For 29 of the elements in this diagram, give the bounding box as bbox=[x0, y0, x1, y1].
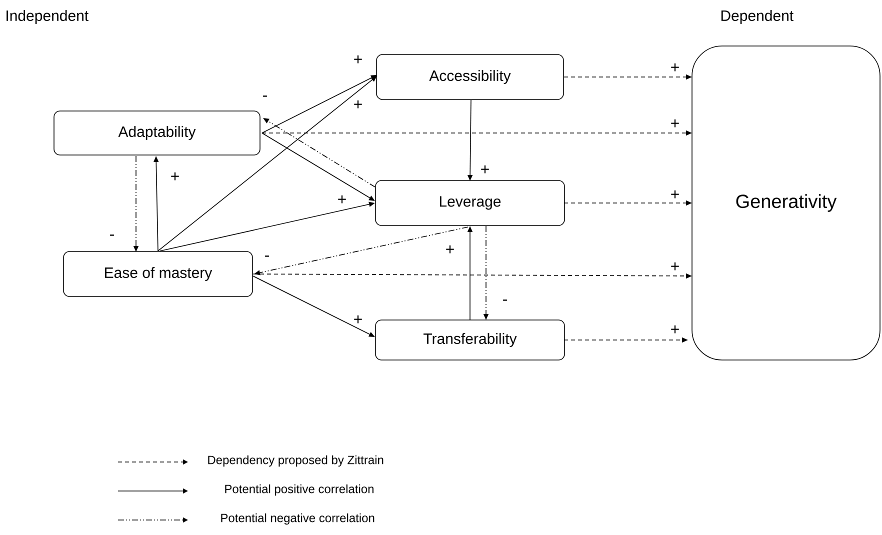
process-box: Ease of mastery bbox=[63, 251, 253, 297]
edge-label: + bbox=[444, 244, 456, 256]
legend-text: Potential negative correlation bbox=[221, 513, 374, 525]
legend-text: Dependency proposed by Zittrain bbox=[208, 455, 384, 467]
edge-label: + bbox=[670, 324, 680, 336]
edge-label: + bbox=[670, 118, 680, 130]
edge-label: - bbox=[108, 234, 116, 240]
process-box: Transferability bbox=[375, 320, 565, 360]
edge-label: + bbox=[670, 62, 680, 74]
edge-label: + bbox=[670, 190, 680, 200]
column-heading: Dependent bbox=[721, 10, 794, 24]
edge-label: + bbox=[670, 262, 680, 272]
edge-label: + bbox=[352, 100, 364, 110]
arrow bbox=[158, 76, 377, 252]
edge-label: + bbox=[170, 172, 180, 182]
edge-label: - bbox=[502, 299, 508, 305]
process-box: Accessibility bbox=[376, 54, 564, 100]
edge-label: - bbox=[264, 255, 270, 261]
edge-label: + bbox=[480, 164, 490, 176]
edge-label: + bbox=[336, 194, 348, 206]
process-box: Adaptability bbox=[54, 110, 260, 156]
edge-label: + bbox=[352, 54, 364, 66]
arrow bbox=[262, 132, 375, 201]
edge-label: + bbox=[352, 314, 364, 326]
legend-text: Potential positive correlation bbox=[225, 484, 374, 496]
process-box: Leverage bbox=[375, 180, 565, 226]
edge-label: - bbox=[262, 95, 268, 101]
column-heading: Independent bbox=[6, 10, 88, 24]
result-box: Generativity bbox=[692, 46, 880, 360]
